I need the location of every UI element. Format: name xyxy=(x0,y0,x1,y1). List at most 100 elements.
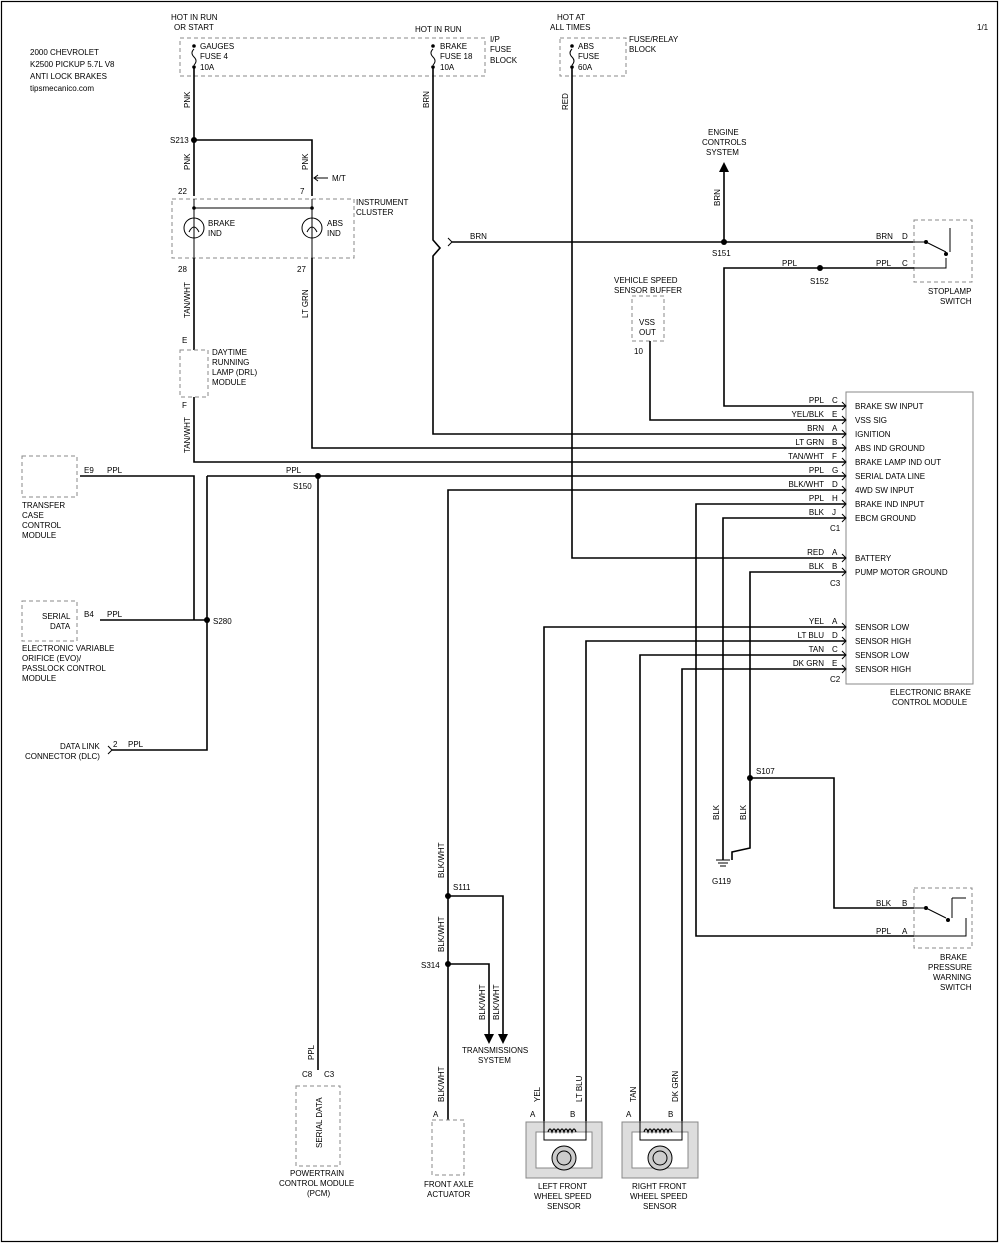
bpws-label4: SWITCH xyxy=(940,983,972,992)
wire-ppl-label-pcm: PPL xyxy=(307,1044,316,1060)
ebcm-pin-label: ABS IND GROUND xyxy=(855,444,925,453)
wire-brn-label1: BRN xyxy=(422,91,431,108)
pin-c-stoplamp: C xyxy=(902,259,908,268)
pin-a-rf: A xyxy=(626,1110,632,1119)
ebcm-wire-color: PPL xyxy=(809,396,825,405)
ip-block-label: I/P xyxy=(490,35,500,44)
abs-fuse-label: ABS xyxy=(578,42,594,51)
vss-buffer-label2: SENSOR BUFFER xyxy=(614,286,682,295)
ebcm-pin-label: SERIAL DATA LINE xyxy=(855,472,925,481)
pin-7: 7 xyxy=(300,187,305,196)
pcm-label: POWERTRAIN xyxy=(290,1169,344,1178)
cluster-label2: CLUSTER xyxy=(356,208,394,217)
tccm-label4: MODULE xyxy=(22,531,56,540)
ebcm-pin-label: 4WD SW INPUT xyxy=(855,486,914,495)
brake-fuse-label2: FUSE 18 xyxy=(440,52,473,61)
drl-label2: RUNNING xyxy=(212,358,249,367)
lf-label2: WHEEL SPEED xyxy=(534,1192,592,1201)
ground-icon xyxy=(716,859,730,867)
pcm-serial-label: SERIAL DATA xyxy=(315,1097,324,1148)
right-wheel-speed-sensor-icon xyxy=(621,1121,699,1179)
pin-b-rf: B xyxy=(668,1110,673,1119)
vss-buffer-outline xyxy=(631,295,665,342)
ebcm-wire-color: BLK/WHT xyxy=(788,480,824,489)
ebcm-pin-connector xyxy=(841,471,847,481)
bpws-label: BRAKE xyxy=(940,953,967,962)
ebcm-wire-color: TAN xyxy=(809,645,825,654)
stoplamp-label: STOPLAMP xyxy=(928,287,971,296)
brake-ind-label2: IND xyxy=(208,229,222,238)
ebcm-pin-connector xyxy=(841,650,847,660)
ebcm-wire-color: DK GRN xyxy=(793,659,824,668)
ebcm-wire-color: LT BLU xyxy=(798,631,825,640)
wire-lt-grn-label: LT GRN xyxy=(301,289,310,318)
ebcm-pin-id: E xyxy=(832,410,837,419)
pcm-label2: CONTROL MODULE xyxy=(279,1179,354,1188)
ebcm-wire-color: YEL xyxy=(809,617,825,626)
stoplamp-switch-icon xyxy=(914,228,951,269)
ebcm-pin-id: B xyxy=(832,438,837,447)
rf-label: RIGHT FRONT xyxy=(632,1182,687,1191)
evo-module-outline xyxy=(21,600,78,642)
gauges-fuse xyxy=(191,44,197,69)
wire-yel-label: YEL xyxy=(533,1086,542,1102)
ebcm-pin-connector xyxy=(841,401,847,411)
wire-tan-wht-lower xyxy=(193,397,846,463)
ebcm-pin-id: A xyxy=(832,617,838,626)
ebcm-pin-label: PUMP MOTOR GROUND xyxy=(855,568,948,577)
ebcm-wire-color: BRN xyxy=(807,424,824,433)
hot-all-times-label: HOT AT xyxy=(557,13,585,22)
wire-ppl-label-s150: PPL xyxy=(286,466,302,475)
wire-brn-label4: BRN xyxy=(876,232,893,241)
engine-arrow-icon xyxy=(719,162,729,172)
pin-a-axle: A xyxy=(433,1110,439,1119)
trans-arrow-icon xyxy=(484,1034,508,1044)
wire-ppl-label-bpws: PPL xyxy=(876,927,892,936)
brake-fuse-label: BRAKE xyxy=(440,42,467,51)
brake-ind-label: BRAKE xyxy=(208,219,235,228)
wire-red xyxy=(571,67,846,559)
ebcm-pin-id: E xyxy=(832,659,837,668)
evo-label: ELECTRONIC VARIABLE xyxy=(22,644,114,653)
ebcm-pin-connector xyxy=(841,636,847,646)
evo-label3: PASSLOCK CONTROL xyxy=(22,664,106,673)
lf-label: LEFT FRONT xyxy=(538,1182,587,1191)
ebcm-pin-label: BRAKE IND INPUT xyxy=(855,500,924,509)
connector-c1: C1 xyxy=(830,524,841,533)
mt-label: M/T xyxy=(332,174,346,183)
ebcm-wire-color: LT GRN xyxy=(795,438,824,447)
wire-blk-label2: BLK xyxy=(739,804,748,820)
pin-a-bpws: A xyxy=(902,927,908,936)
engine-label3: SYSTEM xyxy=(706,148,739,157)
ebcm-pin-label: BATTERY xyxy=(855,554,892,563)
wire-blk-label3: BLK xyxy=(876,899,892,908)
ebcm-pin-connector xyxy=(841,553,847,563)
pin-b-lf: B xyxy=(570,1110,575,1119)
abs-fuse xyxy=(569,44,575,69)
pin-2: 2 xyxy=(113,740,118,749)
ebcm-wire-color: YEL/BLK xyxy=(792,410,825,419)
ebcm-pin-label: SENSOR HIGH xyxy=(855,637,911,646)
ebcm-pin-id: C xyxy=(832,396,838,405)
gauges-fuse-label: GAUGES xyxy=(200,42,234,51)
dlc-label: DATA LINK xyxy=(60,742,100,751)
ebcm-pin-connector xyxy=(841,457,847,467)
pcm-label3: (PCM) xyxy=(307,1189,330,1198)
tccm-label2: CASE xyxy=(22,511,44,520)
ebcm-pin-label: EBCM GROUND xyxy=(855,514,916,523)
relay-block-label2: BLOCK xyxy=(629,45,657,54)
ebcm-pin-connector xyxy=(841,513,847,523)
wire-blk-wht xyxy=(447,489,846,1120)
hot-run-start-label2: OR START xyxy=(174,23,214,32)
vss-label: VSS xyxy=(639,318,655,327)
drl-label: DAYTIME xyxy=(212,348,247,357)
wire-ppl-label-tccm: PPL xyxy=(107,466,123,475)
rf-label2: WHEEL SPEED xyxy=(630,1192,688,1201)
gauges-fuse-label2: FUSE 4 xyxy=(200,52,229,61)
ebcm-pin-connector xyxy=(841,429,847,439)
splice-s213-dot xyxy=(191,137,197,143)
wire-blk-label1: BLK xyxy=(712,804,721,820)
brake-fuse-label3: 10A xyxy=(440,63,455,72)
splice-s280-dot xyxy=(204,617,210,623)
